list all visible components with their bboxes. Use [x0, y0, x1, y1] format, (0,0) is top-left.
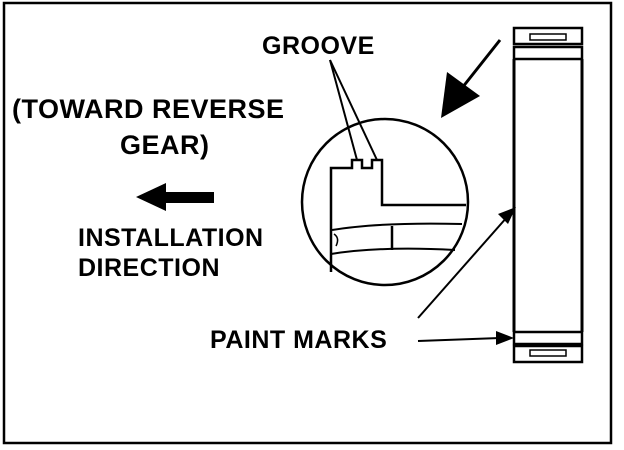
installation-direction-arrow: [136, 183, 214, 211]
groove-label: GROOVE: [262, 32, 375, 60]
installation-label-line2: DIRECTION: [78, 254, 220, 282]
paint-marks-label: PAINT MARKS: [210, 326, 388, 354]
paint-mark-leaders: [417, 207, 516, 345]
reverse-gear-label-line2: GEAR): [120, 130, 210, 160]
synchronizer-sleeve-side-view: [512, 26, 584, 364]
diagram-border: [2, 1, 613, 445]
installation-label-line1: INSTALLATION: [78, 224, 264, 252]
groove-leader-lines: [329, 59, 378, 161]
detail-pointer-arrow: [441, 39, 502, 118]
groove-detail-circle: [300, 117, 470, 287]
reverse-gear-label-line1: (TOWARD REVERSE: [12, 94, 285, 124]
